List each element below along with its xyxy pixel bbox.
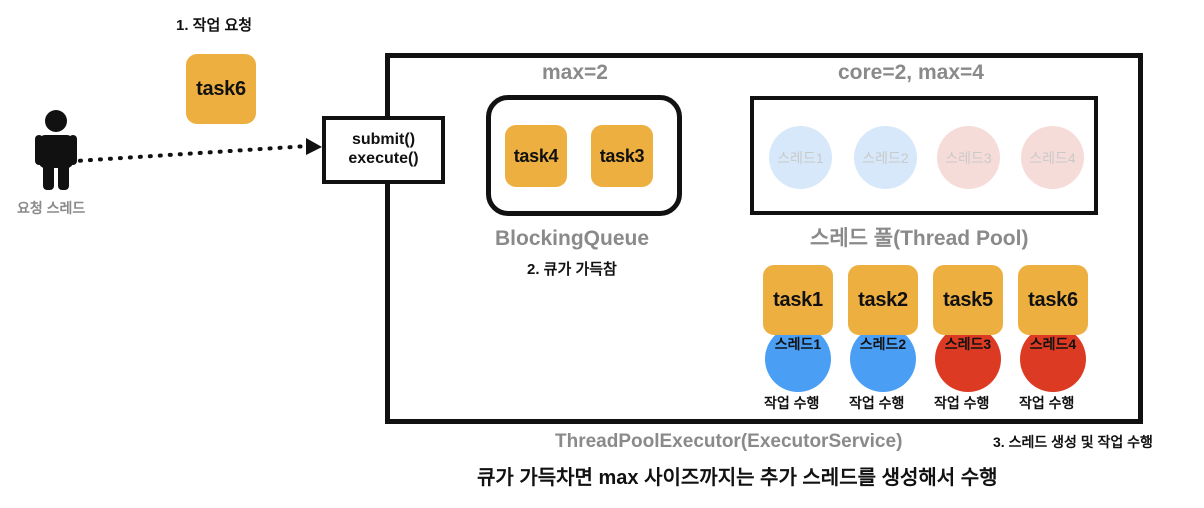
running-task-1: task2	[848, 265, 918, 335]
pool-thread-3: 스레드4	[1021, 126, 1084, 189]
running-thread-0: 스레드1	[765, 326, 831, 392]
queued-task-1: task3	[591, 125, 653, 187]
running-thread-1-label: 스레드2	[859, 336, 907, 352]
queued-task-1-label: task3	[599, 145, 645, 166]
pool-thread-1-label: 스레드2	[862, 149, 909, 166]
submit-execute-box[interactable]: submit() execute()	[322, 116, 445, 184]
submit-label: submit()	[351, 131, 416, 149]
running-thread-3: 스레드4	[1020, 326, 1086, 392]
running-task-3-label: task6	[1028, 288, 1078, 311]
running-task-1-label: task2	[858, 288, 908, 311]
running-thread-3-label: 스레드4	[1029, 336, 1077, 352]
pool-thread-3-label: 스레드4	[1029, 149, 1076, 166]
thread-pool-caption: 스레드 풀(Thread Pool)	[810, 227, 1029, 250]
pool-thread-0: 스레드1	[769, 126, 832, 189]
queued-task-0: task4	[505, 125, 567, 187]
requester-person-icon	[30, 110, 82, 190]
execute-label: execute()	[348, 150, 419, 167]
pool-thread-2: 스레드3	[937, 126, 1000, 189]
pool-thread-2-label: 스레드3	[945, 149, 992, 166]
running-thread-2-label: 스레드3	[944, 336, 992, 352]
pool-config-label: core=2, max=4	[838, 61, 984, 84]
queue-config-label: max=2	[542, 61, 608, 84]
pool-thread-0-label: 스레드1	[777, 149, 824, 166]
step-1-label: 1. 작업 요청	[176, 17, 253, 34]
running-status-2: 작업 수행	[934, 395, 990, 411]
running-task-2: task5	[933, 265, 1003, 335]
queued-task-0-label: task4	[513, 145, 559, 166]
blocking-queue-caption: BlockingQueue	[495, 227, 650, 250]
running-task-3: task6	[1018, 265, 1088, 335]
requester-label: 요청 스레드	[17, 200, 86, 216]
running-thread-2: 스레드3	[935, 326, 1001, 392]
step-3-label: 3. 스레드 생성 및 작업 수행	[993, 434, 1153, 450]
running-thread-1: 스레드2	[850, 326, 916, 392]
thread-pool-executor-container	[385, 53, 1143, 424]
running-status-1: 작업 수행	[849, 395, 905, 411]
step-2-label: 2. 큐가 가득참	[527, 261, 617, 278]
running-task-0: task1	[763, 265, 833, 335]
incoming-task-label: task6	[196, 77, 246, 100]
running-status-0: 작업 수행	[764, 395, 820, 411]
incoming-task-card: task6	[186, 54, 256, 124]
executor-caption: ThreadPoolExecutor(ExecutorService)	[555, 431, 903, 452]
pool-thread-1: 스레드2	[854, 126, 917, 189]
running-thread-0-label: 스레드1	[774, 336, 822, 352]
running-status-3: 작업 수행	[1019, 395, 1075, 411]
bottom-caption: 큐가 가득차면 max 사이즈까지는 추가 스레드를 생성해서 수행	[477, 467, 998, 489]
running-task-2-label: task5	[943, 288, 993, 311]
running-task-0-label: task1	[773, 288, 823, 311]
request-arrow	[58, 130, 325, 170]
